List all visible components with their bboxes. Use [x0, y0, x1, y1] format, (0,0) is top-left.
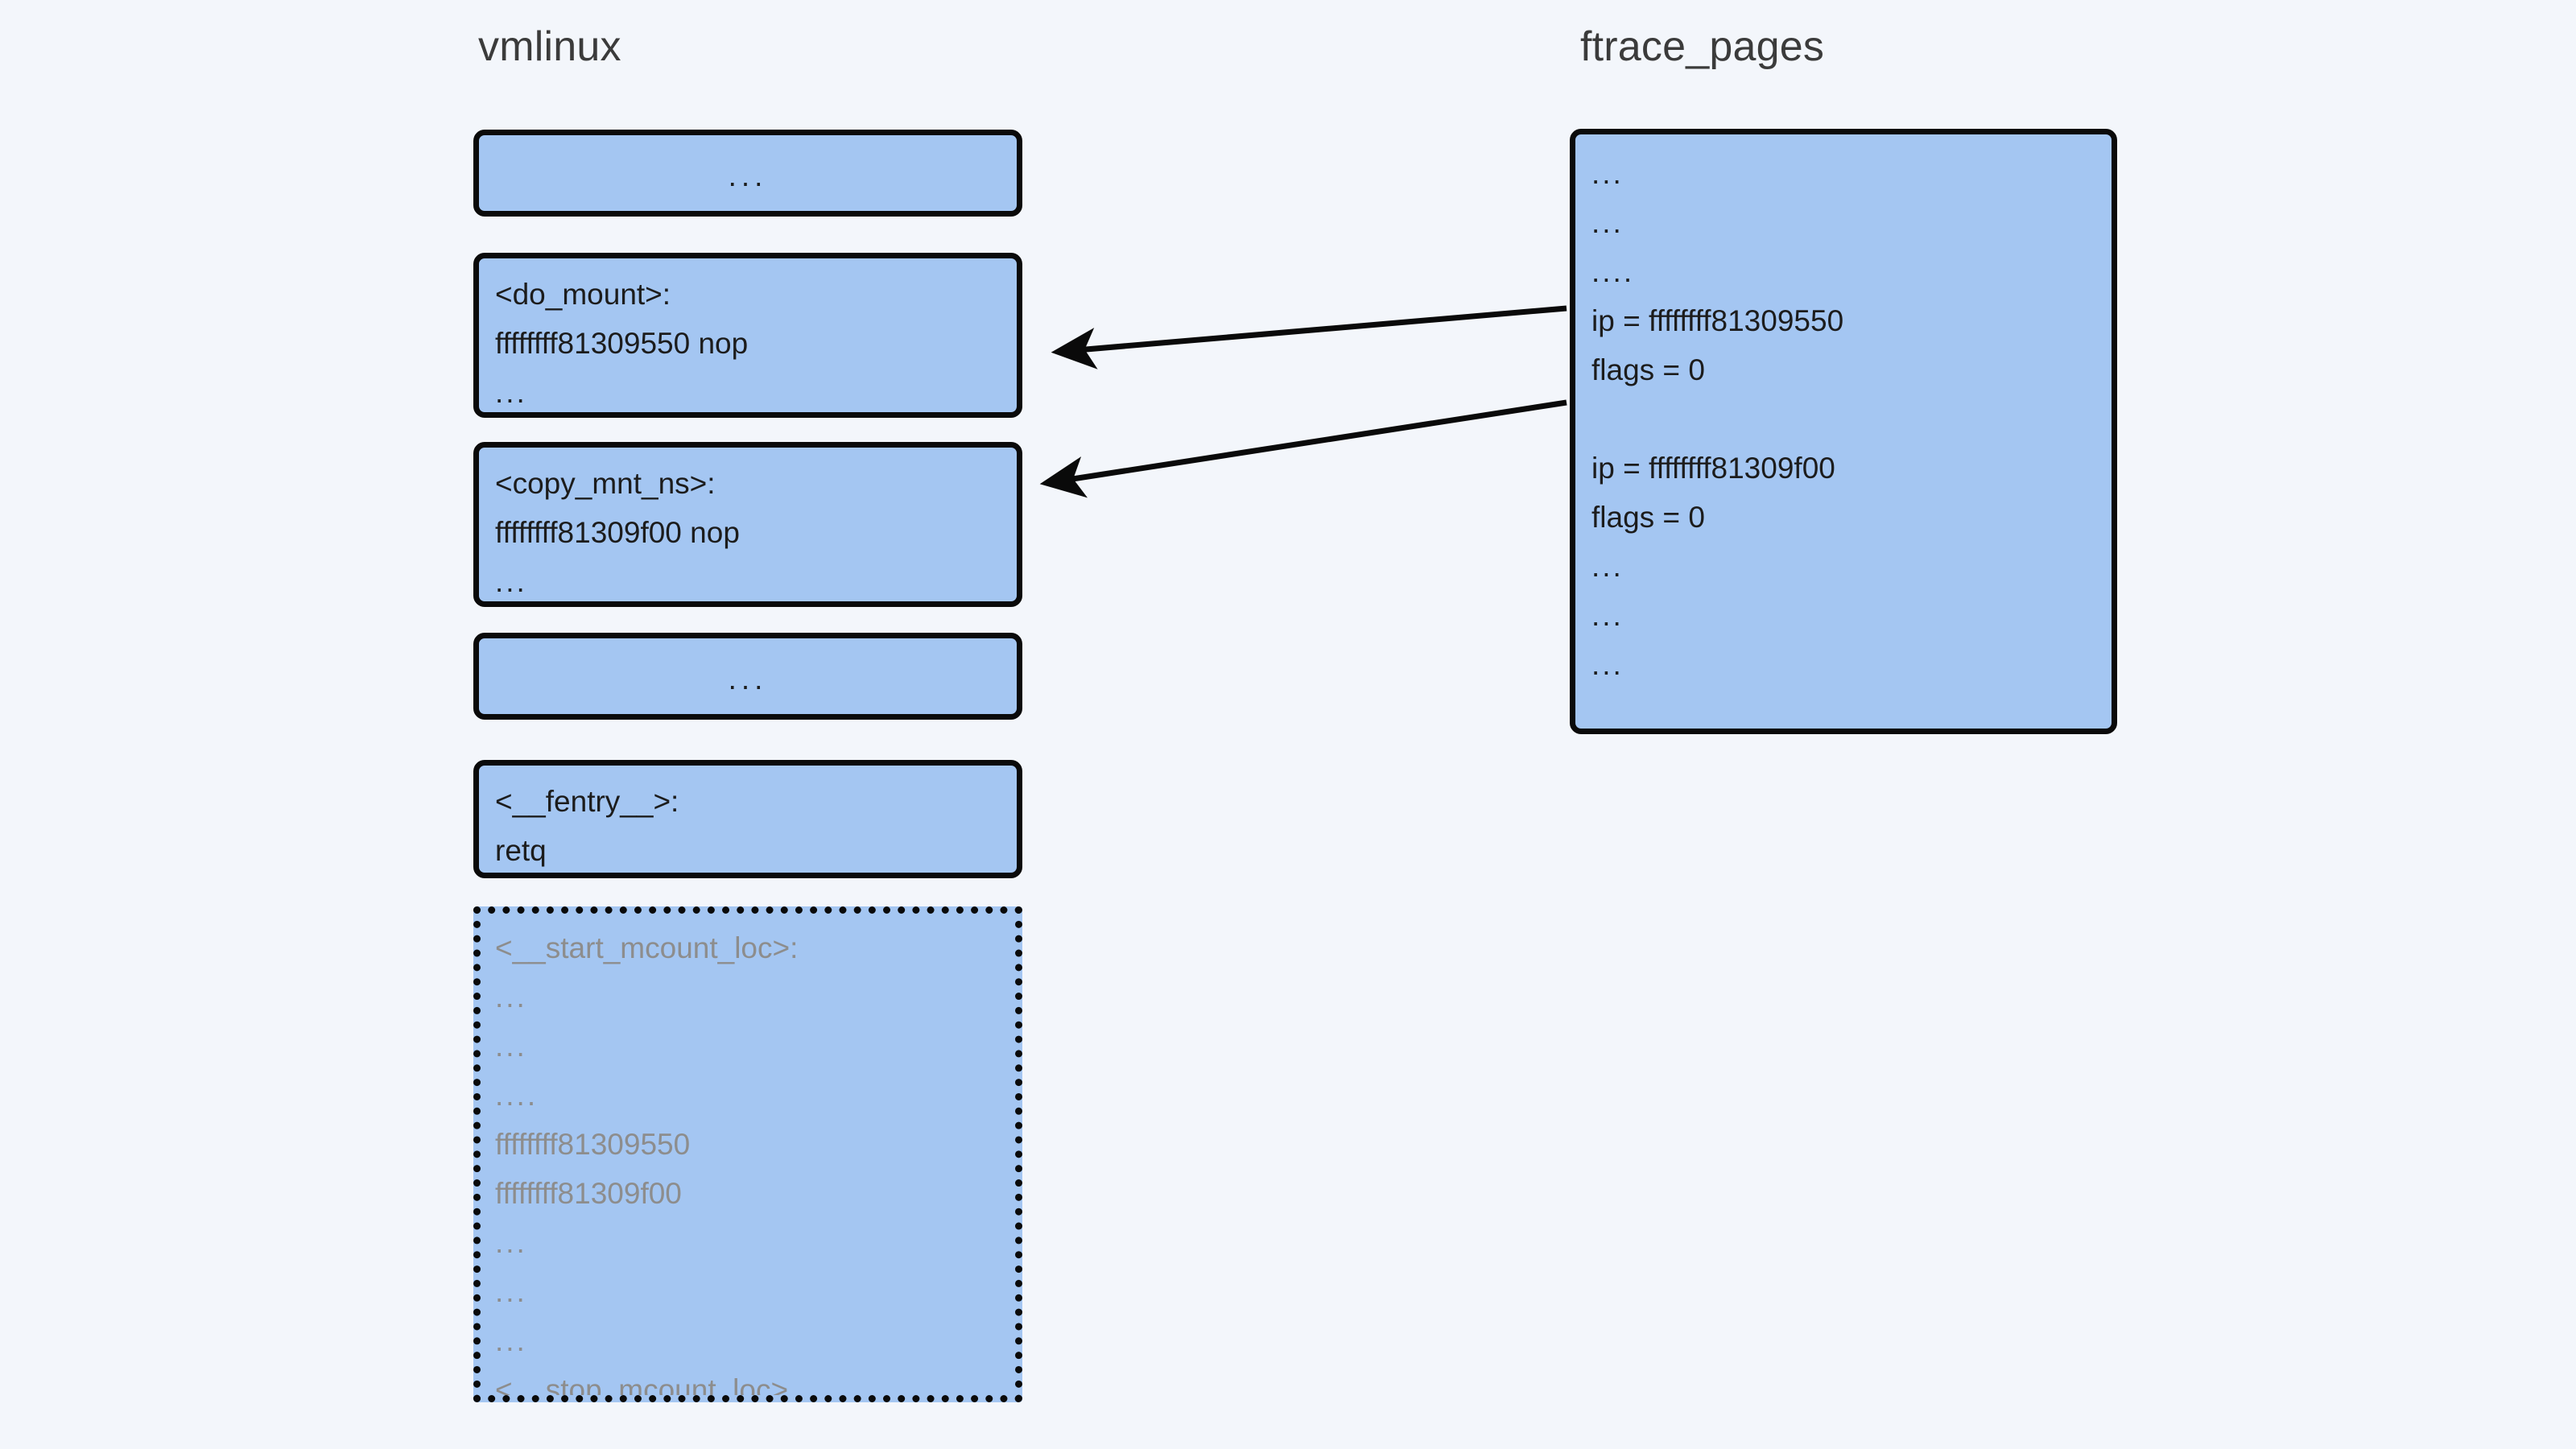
ellipsis-text: ...: [495, 1324, 527, 1357]
ellipsis-text: ....: [495, 1079, 539, 1112]
vmlinux-block-mcount-loc-section: <__start_mcount_loc>: ... ... .... fffff…: [473, 906, 1022, 1402]
ellipsis-text: ...: [1591, 599, 1624, 632]
block-body: ...: [479, 135, 1017, 211]
vmlinux-block-copy-mnt-ns: <copy_mnt_ns>: ffffffff81309f00 nop ...: [473, 442, 1022, 607]
block-body: <do_mount>: ffffffff81309550 nop ...: [479, 258, 1017, 412]
block-body: ...: [479, 638, 1017, 714]
mcount-address-entry: ffffffff81309f00: [495, 1177, 682, 1210]
ellipsis-text: ...: [1591, 550, 1624, 583]
ellipsis-text: ...: [728, 663, 768, 696]
ellipsis-text: ...: [495, 1275, 527, 1308]
ellipsis-text: ....: [1591, 255, 1635, 288]
stop-symbol-label: <__stop_mcount_loc>: [495, 1373, 789, 1402]
vmlinux-block-do-mount: <do_mount>: ffffffff81309550 nop ...: [473, 253, 1022, 418]
record-ip-field: ip = ffffffff81309550: [1591, 304, 1844, 337]
ellipsis-text: ...: [495, 565, 527, 598]
ftrace-pages-block-records: ... ... .... ip = ffffffff81309550 flags…: [1570, 129, 2117, 734]
column-title-ftrace-pages: ftrace_pages: [1580, 23, 1825, 70]
record-separator: [1591, 394, 2095, 444]
block-body: <__fentry__>: retq: [479, 766, 1017, 873]
start-symbol-label: <__start_mcount_loc>:: [495, 931, 799, 964]
block-body: <__start_mcount_loc>: ... ... .... fffff…: [481, 914, 1015, 1395]
ellipsis-text: ...: [495, 980, 527, 1013]
symbol-label: <copy_mnt_ns>:: [495, 467, 716, 500]
block-body: ... ... .... ip = ffffffff81309550 flags…: [1575, 134, 2112, 729]
column-title-vmlinux: vmlinux: [478, 23, 621, 70]
ellipsis-text: ...: [1591, 648, 1624, 681]
symbol-label: <do_mount>:: [495, 278, 671, 311]
arrow-copy-mnt-ns: [1039, 399, 1567, 498]
ellipsis-text: ...: [1591, 206, 1624, 239]
ellipsis-text: ...: [495, 1226, 527, 1259]
vmlinux-block-ellipsis-middle: ...: [473, 633, 1022, 720]
vmlinux-block-fentry: <__fentry__>: retq: [473, 760, 1022, 878]
ellipsis-text: ...: [1591, 157, 1624, 190]
vmlinux-block-ellipsis-top: ...: [473, 130, 1022, 217]
ellipsis-text: ...: [495, 1030, 527, 1063]
block-body: <copy_mnt_ns>: ffffffff81309f00 nop ...: [479, 448, 1017, 601]
arrow-do-mount: [1051, 305, 1567, 369]
ellipsis-text: ...: [728, 159, 768, 192]
mcount-address-entry: ffffffff81309550: [495, 1128, 691, 1161]
instruction-line: retq: [495, 834, 547, 867]
record-ip-field: ip = ffffffff81309f00: [1591, 452, 1835, 485]
instruction-line: ffffffff81309f00 nop: [495, 516, 740, 549]
record-flags-field: flags = 0: [1591, 353, 1705, 386]
ellipsis-text: ...: [495, 376, 527, 409]
record-flags-field: flags = 0: [1591, 501, 1705, 534]
instruction-line: ffffffff81309550 nop: [495, 327, 749, 360]
symbol-label: <__fentry__>:: [495, 785, 679, 818]
